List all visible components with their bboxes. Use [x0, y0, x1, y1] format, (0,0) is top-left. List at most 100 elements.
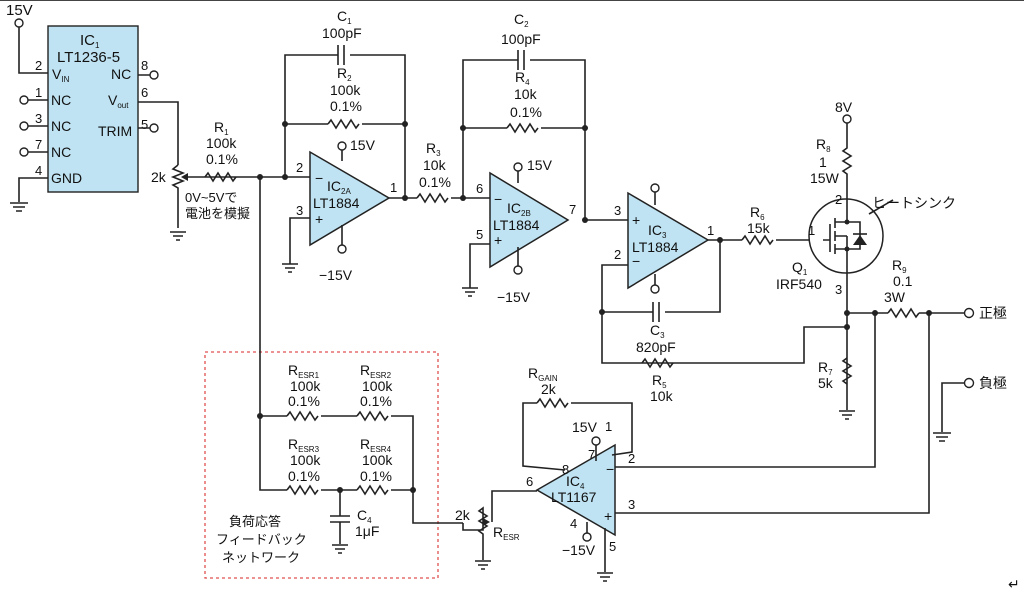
r4-resistor [506, 122, 539, 134]
negative-terminal [963, 377, 975, 389]
ground-icon-pot1 [170, 231, 186, 241]
wire-c3 [602, 240, 721, 313]
pot1-wiper-arrow [181, 173, 188, 181]
c3-capacitor [652, 302, 660, 322]
r1-value: 100k [206, 135, 237, 151]
r2-resistor [327, 118, 360, 130]
q1-pin-drain: 2 [835, 192, 842, 207]
pot-esr-name: RESR [493, 524, 520, 542]
wire-c2-loop [462, 59, 586, 220]
ic3-pin-inneg: 2 [614, 247, 621, 262]
node-c2-r4-left [460, 125, 466, 131]
ic1-pin1: 1 [35, 85, 42, 100]
ic2a-neg-terminal [337, 244, 347, 254]
ic1-nc3-label: NC [51, 144, 71, 160]
r4-tol: 0.1% [510, 104, 542, 120]
resr1-tol: 0.1% [288, 393, 320, 409]
r2-tol: 0.1% [330, 98, 362, 114]
wire-c1-loop [284, 54, 406, 198]
ic1-right-nc-wires [138, 74, 150, 129]
r9-name: R9 [892, 257, 907, 275]
ic1-vin-label: VIN [52, 66, 70, 84]
r9-power: 3W [884, 289, 906, 305]
c1-name: C1 [337, 8, 352, 26]
ic2b-pin-inneg: 6 [476, 181, 483, 196]
ground-icon-ic2a [282, 263, 298, 273]
ground-icon-ic4 [597, 572, 613, 582]
ic4-minus: − [606, 461, 614, 477]
ic2a-pos-terminal [337, 141, 347, 151]
r5-resistor [641, 357, 674, 369]
ic2a-minus: − [315, 170, 323, 186]
ground-icon-pot-esr [475, 560, 491, 570]
q1-body-diode [853, 235, 867, 245]
r4-name: R4 [515, 69, 530, 87]
ic4-pin2: 2 [628, 451, 635, 466]
ic2a-part: LT1884 [313, 195, 360, 211]
rgain-name: RGAIN [528, 365, 558, 383]
ic4-pin8: 8 [562, 462, 569, 477]
ic1-nc8-terminal [149, 70, 159, 80]
r7-value: 5k [818, 375, 834, 391]
wire-sense-pos [615, 313, 930, 514]
c1-capacitor [337, 45, 345, 65]
r8-resistor [841, 123, 853, 199]
ic2a-name: IC2A [327, 178, 351, 196]
ic3-name: IC3 [648, 222, 667, 240]
ic1-gnd-wire [18, 177, 48, 202]
ic1-name: IC1 [80, 32, 100, 50]
resr2-tol: 0.1% [360, 393, 392, 409]
node-c1-r2-right [402, 121, 408, 127]
c2-capacitor [517, 50, 525, 70]
ground-icon-ic2b [462, 287, 478, 297]
c1-value: 100pF [322, 25, 362, 41]
r6-name: R6 [750, 204, 765, 222]
ic4-pin5: 5 [609, 539, 616, 554]
r2-value: 100k [330, 82, 361, 98]
ic1-nc1-label: NC [51, 92, 71, 108]
ic4-pin3: 3 [628, 497, 635, 512]
q1-leads [835, 199, 848, 273]
resr3-tol: 0.1% [288, 468, 320, 484]
resr2-value: 100k [362, 378, 393, 394]
resr2-name: RESR2 [360, 362, 392, 380]
ic1-pin5: 5 [141, 117, 148, 132]
r6-value: 15k [747, 220, 771, 236]
ground-icon-r7 [839, 410, 855, 420]
r3-resistor [416, 192, 449, 204]
ic4-pin1: 1 [605, 419, 612, 434]
ic1-nc1-terminal [19, 95, 29, 105]
ic2b-part: LT1884 [493, 217, 540, 233]
network-label-2: フィードバック [216, 532, 307, 547]
ic2b-name: IC2B [507, 200, 531, 218]
r2-name: R2 [337, 65, 352, 83]
ic2a-body [309, 150, 391, 247]
ic3-part: LT1884 [632, 239, 679, 255]
r7-name: R7 [818, 359, 833, 377]
rgain-resistor [536, 397, 569, 409]
ic2a-pin-inpos: 3 [296, 203, 303, 218]
resr1-resistor [286, 410, 319, 422]
ic2b-body [489, 171, 570, 269]
r1-tol: 0.1% [206, 151, 238, 167]
wire-rgain-loop [522, 402, 633, 471]
ic2a-plus: + [315, 211, 323, 227]
node-esr-right [410, 487, 416, 493]
resr1-value: 100k [290, 378, 321, 394]
ic1-pin8: 8 [141, 58, 148, 73]
ic1-trim-label: TRIM [98, 123, 132, 139]
ic1-pin3: 3 [35, 111, 42, 126]
rgain-value: 2k [541, 381, 557, 397]
supply-15v-terminal [14, 18, 24, 28]
ic2b-pos-terminal [513, 162, 523, 172]
network-label-1: 負荷応答 [229, 514, 281, 529]
ic4-pin4: 4 [570, 516, 577, 531]
ic4-neg-terminal [582, 532, 592, 542]
ic2a-pos-label: 15V [350, 137, 376, 153]
wire-sense-neg [615, 313, 876, 468]
ic2b-plus: + [494, 232, 502, 248]
ic1-nc2-label: NC [51, 118, 71, 134]
ground-icon-ic1 [10, 202, 28, 212]
ic4-neg-label: −15V [562, 542, 596, 558]
